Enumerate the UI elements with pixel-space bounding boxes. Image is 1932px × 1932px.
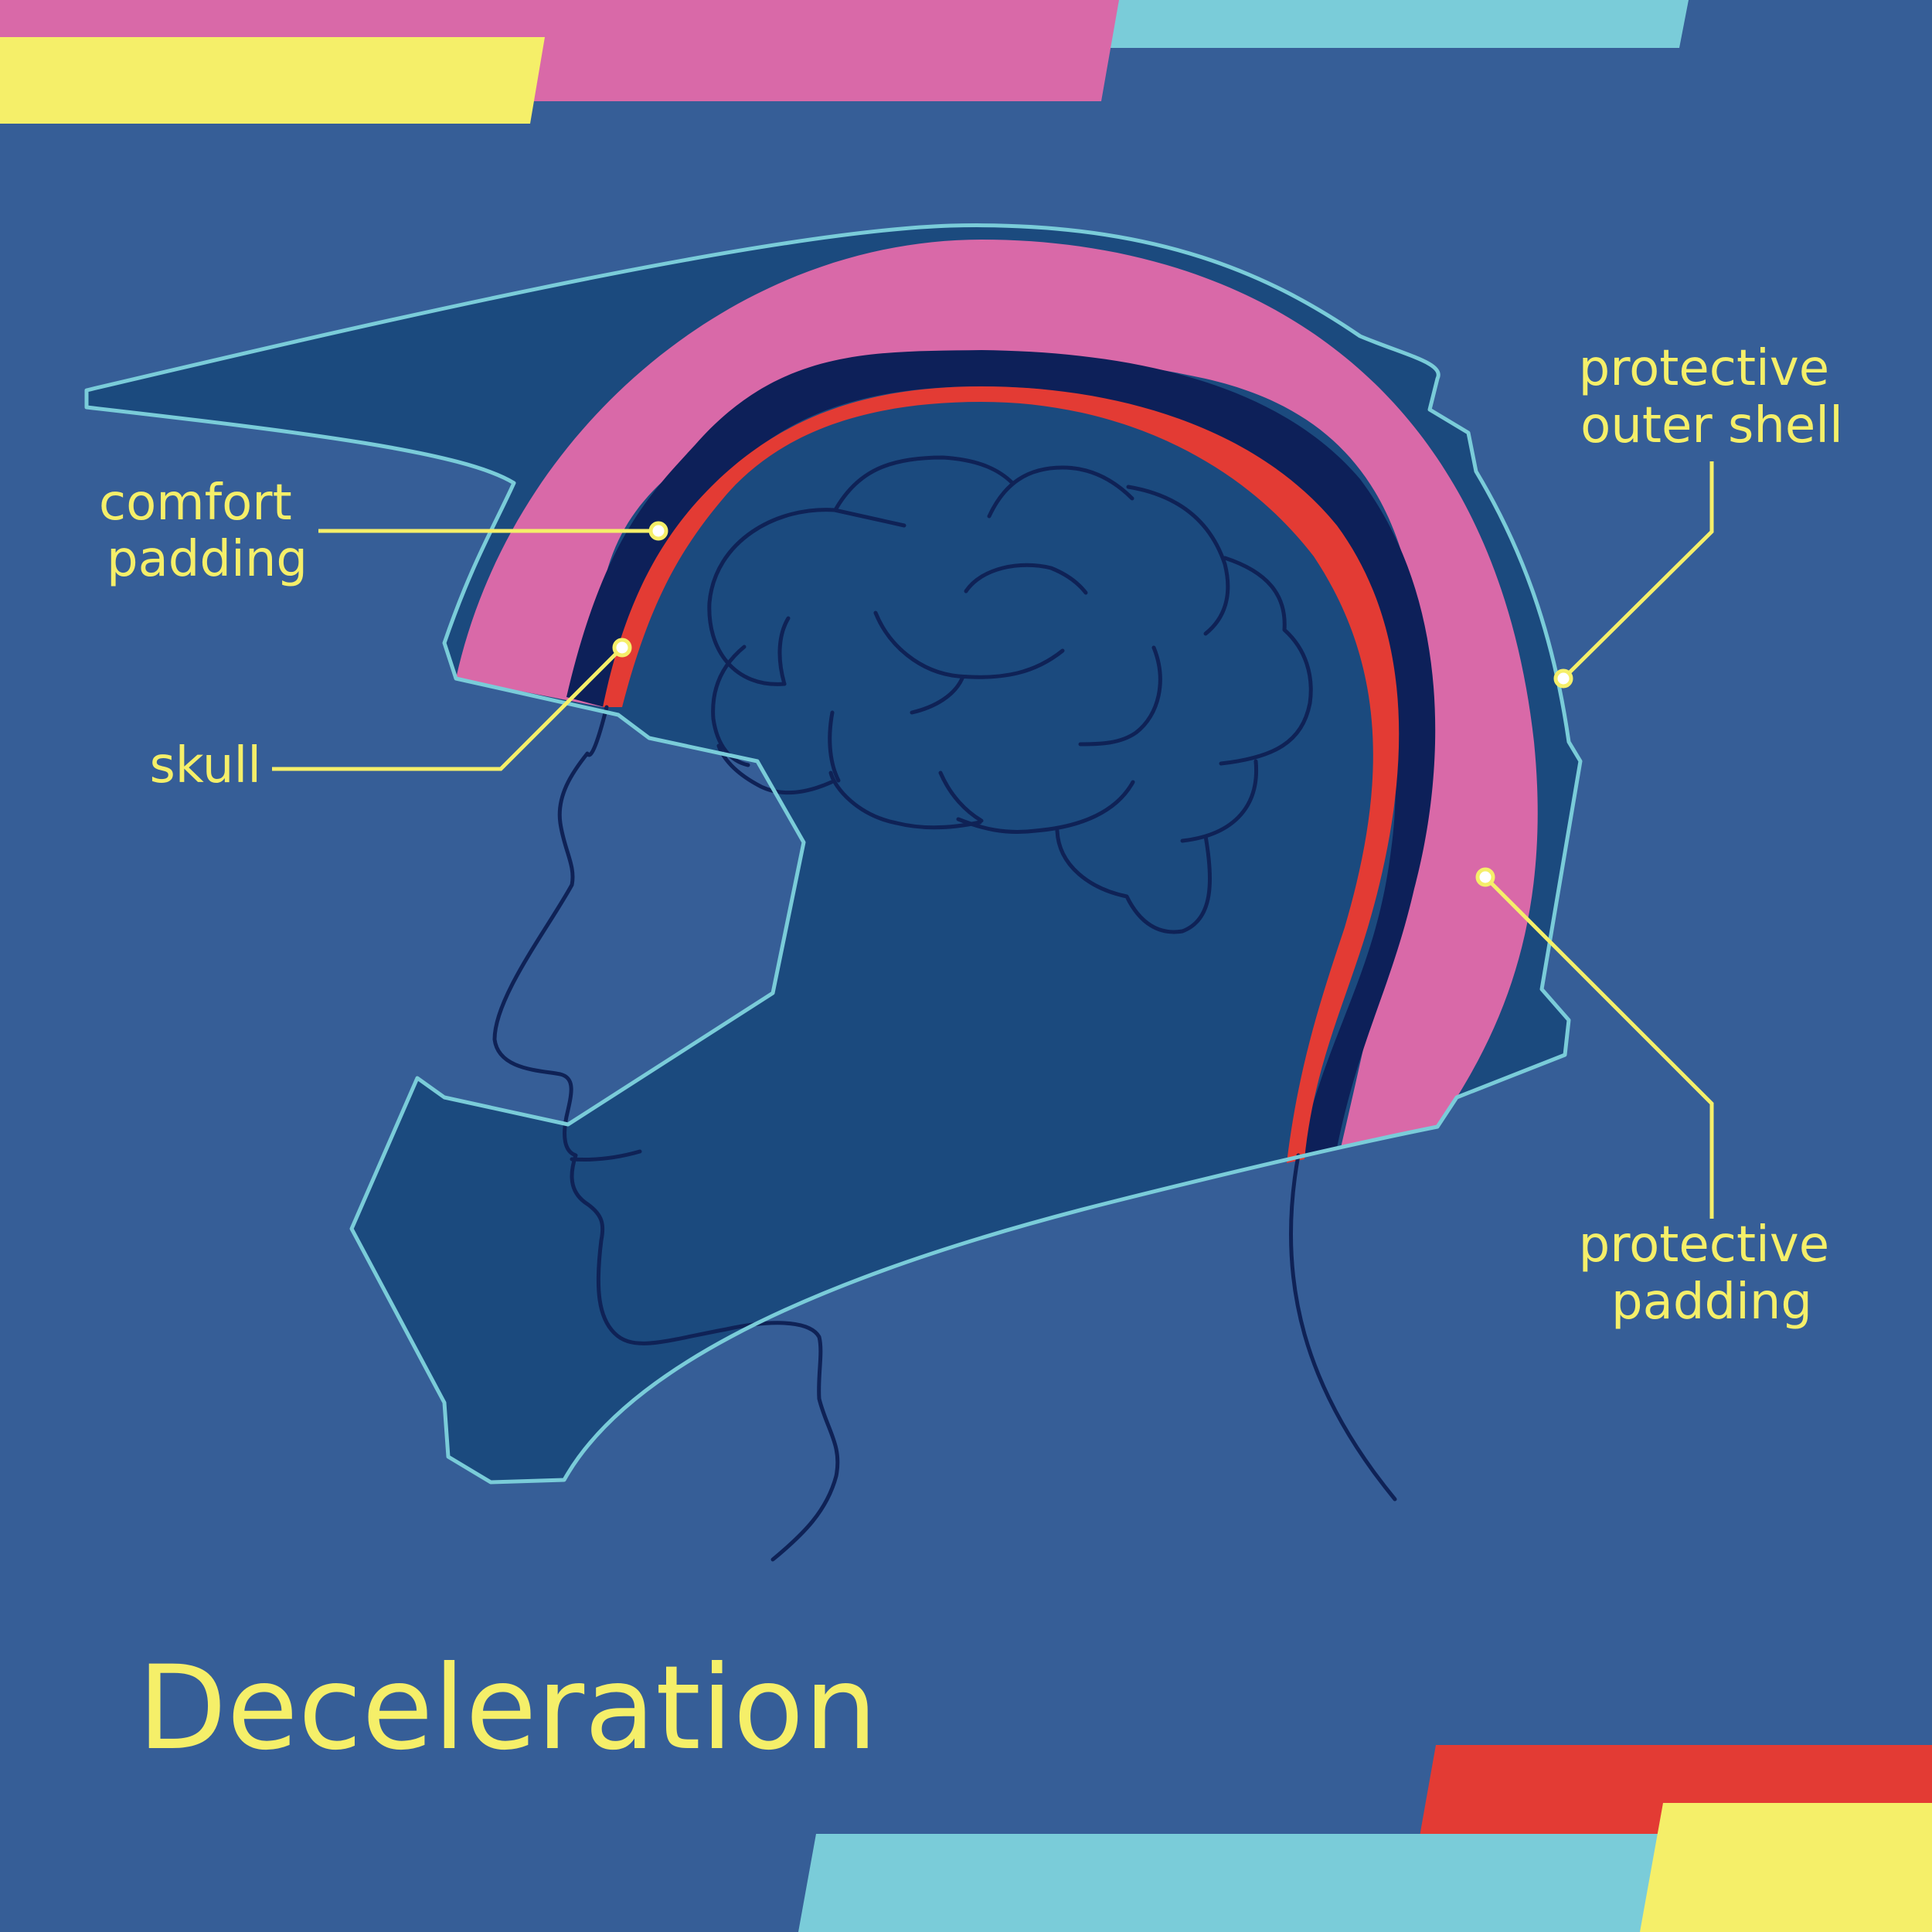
skull-label: skull <box>149 737 261 794</box>
comfort-padding-layer <box>566 350 1436 1157</box>
protective-padding-label-line1: protective <box>1579 1216 1829 1274</box>
outer-shell-label-line1: protective <box>1579 340 1829 397</box>
brain-fold-5 <box>828 710 841 783</box>
comfort-padding-label-line1: comfort <box>99 474 292 532</box>
brain <box>707 455 1313 934</box>
neck-back <box>1288 1153 1397 1502</box>
helmet-shell-outline <box>84 223 1583 1485</box>
stripe-yellow-bottom <box>1640 1803 1932 1932</box>
protective-padding-dot <box>1475 867 1495 887</box>
comfort-padding-label: comfort padding <box>99 474 308 588</box>
head-profile <box>492 705 1397 1562</box>
comfort-padding-dot <box>648 521 668 541</box>
protective-padding-layer <box>456 240 1538 1148</box>
stripe-yellow-top <box>0 37 545 124</box>
callout-dots <box>612 521 1573 887</box>
outer-shell-label-line2: outer shell <box>1580 397 1843 454</box>
brain-fold-3 <box>1078 645 1162 747</box>
brain-fold-2 <box>964 563 1088 595</box>
face-outline <box>492 705 840 1562</box>
brain-outline <box>707 455 1313 934</box>
outer-shell-leader <box>1562 461 1714 680</box>
comfort-padding-label-line2: padding <box>107 531 308 588</box>
stripe-cyan-top <box>1107 0 1689 48</box>
brain-fold-7 <box>777 616 791 686</box>
stripe-cyan-bottom <box>798 1834 1669 1932</box>
protective-padding-label: protective padding <box>1579 1216 1845 1331</box>
bottom-stripes <box>798 1745 1932 1932</box>
mouth-line <box>570 1149 642 1162</box>
brain-fold-4 <box>910 676 964 715</box>
brain-fold-6 <box>938 770 984 823</box>
brain-fold-1 <box>873 611 1065 679</box>
skull-dot <box>612 638 632 658</box>
callout-lines <box>272 461 1714 1219</box>
outer-shell-label: protective outer shell <box>1579 340 1845 454</box>
protective-padding-label-line2: padding <box>1611 1274 1812 1331</box>
outer-shell-dot <box>1553 668 1573 689</box>
diagram-title: Deceleration <box>138 1641 877 1776</box>
helmet-shell <box>87 225 1580 1483</box>
top-stripes <box>0 0 1689 124</box>
protective-padding-leader <box>1484 876 1714 1219</box>
skull-leader <box>272 646 624 771</box>
